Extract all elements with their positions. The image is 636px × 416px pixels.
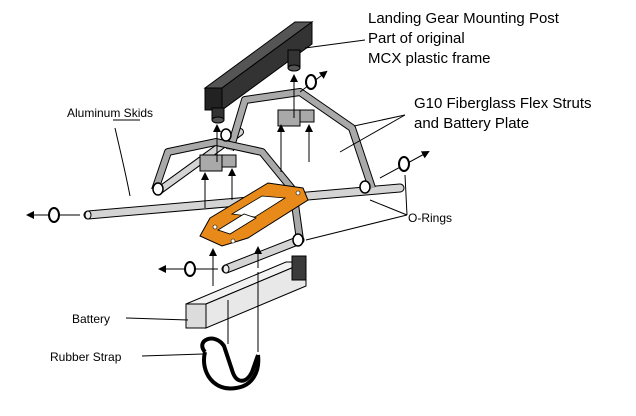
mounting-post-label-line3: MCX plastic frame (368, 50, 491, 67)
rubber-strap-label: Rubber Strap (50, 350, 122, 364)
strut-back (226, 88, 376, 190)
mounting-post-leader (304, 39, 366, 49)
o-ring-front (158, 261, 218, 277)
skid-collars (152, 128, 371, 247)
mounting-post (203, 21, 314, 124)
mounting-post-label-line2: Part of original (368, 30, 465, 47)
mounting-post-label-line1: Landing Gear Mounting Post (368, 10, 560, 27)
assembly-arrows (201, 74, 313, 352)
o-rings-label: O-Rings (408, 211, 452, 225)
leader-lines (113, 114, 408, 357)
o-ring-left (26, 207, 80, 223)
skid-front (221, 235, 305, 274)
rubber-strap (200, 336, 261, 391)
struts-label-line2: and Battery Plate (414, 115, 529, 132)
battery (185, 255, 307, 329)
aluminum-skids-label: Aluminum Skids (67, 106, 153, 120)
o-ring-top (299, 70, 328, 93)
battery-label: Battery (72, 312, 110, 326)
struts-label-line1: G10 Fiberglass Flex Struts (414, 95, 592, 112)
battery-plate (199, 182, 309, 247)
o-ring-right (379, 151, 430, 179)
